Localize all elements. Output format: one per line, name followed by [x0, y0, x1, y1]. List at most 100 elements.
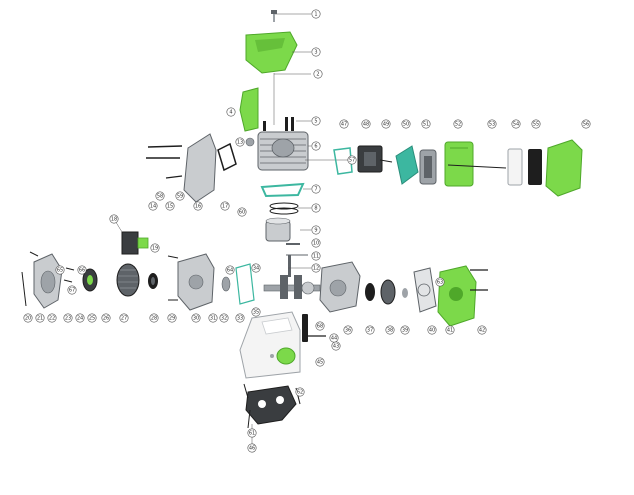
- part-callout-number: 5: [314, 118, 317, 124]
- part-callout: 36: [343, 325, 353, 335]
- part-callout: 35: [251, 307, 261, 317]
- part-callout-number: 1: [314, 11, 317, 17]
- part-callout: 20: [23, 313, 33, 323]
- part-callout: 61: [247, 428, 257, 438]
- part-callout: 11: [311, 251, 321, 261]
- teal-insulator: [395, 145, 419, 185]
- part-callout: 19: [150, 243, 160, 253]
- part-callout: 44: [329, 333, 339, 343]
- part-callout-number: 23: [65, 315, 71, 321]
- part-callout: 23: [63, 313, 73, 323]
- part-callout-number: 44: [331, 335, 337, 341]
- part-callout: 45: [315, 357, 325, 367]
- part-callout-number: 38: [387, 327, 393, 333]
- part-callout: 49: [381, 119, 391, 129]
- part-callout-number: 46: [249, 445, 255, 451]
- part-callout-number: 4: [229, 109, 232, 115]
- intake-gasket: [333, 147, 353, 175]
- part-callout-number: 60: [239, 209, 245, 215]
- part-callout-number: 11: [313, 253, 319, 259]
- part-callout: 28: [149, 313, 159, 323]
- part-callout-number: 15: [167, 203, 173, 209]
- part-callout: 39: [400, 325, 410, 335]
- part-callout: 51: [421, 119, 431, 129]
- clutch-drum: [365, 279, 408, 305]
- part-callout-number: 14: [150, 203, 156, 209]
- carburetor: [357, 145, 393, 173]
- part-callout-number: 52: [455, 121, 461, 127]
- part-callout: 24: [75, 313, 85, 323]
- part-callout: 43: [331, 341, 341, 351]
- part-callout-number: 53: [489, 121, 495, 127]
- part-callout: 15: [165, 201, 175, 211]
- part-callout-number: 36: [345, 327, 351, 333]
- part-callout: 22: [47, 313, 57, 323]
- part-callout: 26: [101, 313, 111, 323]
- cylinder-gasket: [260, 182, 311, 198]
- part-callout: 32: [219, 313, 229, 323]
- part-callout: 40: [427, 325, 437, 335]
- part-callout-number: 56: [583, 121, 589, 127]
- clutch-plate: [413, 267, 437, 313]
- part-callout: 41: [445, 325, 455, 335]
- part-callout-number: 54: [513, 121, 519, 127]
- part-callout: 3: [311, 47, 321, 57]
- part-callout: 25: [87, 313, 97, 323]
- part-callout-number: 67: [69, 287, 75, 293]
- piston-rings: [269, 202, 311, 215]
- part-callout: 17: [220, 201, 230, 211]
- top-shroud-screw: [271, 10, 311, 22]
- part-callout-number: 33: [237, 315, 243, 321]
- part-callout-number: 66: [79, 267, 85, 273]
- starter-cover: [33, 253, 63, 309]
- filter-element-black: [528, 149, 542, 185]
- part-callout: 67: [67, 285, 77, 295]
- part-callout-number: 62: [297, 389, 303, 395]
- part-callout-number: 29: [169, 315, 175, 321]
- part-callout: 46: [247, 443, 257, 453]
- part-callout: 47: [339, 119, 349, 129]
- crankshaft: [263, 255, 321, 299]
- part-callout-number: 2: [316, 71, 319, 77]
- part-callout: 64: [225, 265, 235, 275]
- part-callout: 56: [581, 119, 591, 129]
- part-callout-number: 51: [423, 121, 429, 127]
- part-callout-number: 26: [103, 315, 109, 321]
- part-callout-number: 40: [429, 327, 435, 333]
- crankcase-left: [177, 253, 215, 311]
- part-callout-number: 39: [402, 327, 408, 333]
- part-callout: 21: [35, 313, 45, 323]
- part-callout-number: 61: [249, 430, 255, 436]
- part-callout-number: 24: [77, 315, 83, 321]
- part-callout: 16: [193, 201, 203, 211]
- part-callout: 65: [55, 265, 65, 275]
- part-callout: 55: [531, 119, 541, 129]
- part-callout-number: 65: [57, 267, 63, 273]
- part-callout-number: 22: [49, 315, 55, 321]
- part-callout-number: 9: [314, 227, 317, 233]
- part-callout: 10: [311, 238, 321, 248]
- part-callout-number: 30: [193, 315, 199, 321]
- part-callout: 1: [311, 9, 321, 19]
- part-callout: 63: [435, 277, 445, 287]
- part-callout: 57: [347, 155, 357, 165]
- fan-cover-left: [146, 133, 217, 203]
- part-callout-number: 68: [317, 323, 323, 329]
- crankcase-right: [319, 261, 361, 313]
- filter-element-white: [507, 148, 523, 186]
- part-callout-number: 21: [37, 315, 43, 321]
- part-callout: 12: [311, 263, 321, 273]
- part-callout: 58: [155, 191, 165, 201]
- part-callout: 42: [477, 325, 487, 335]
- part-callout-number: 27: [121, 315, 127, 321]
- part-callout-number: 25: [89, 315, 95, 321]
- part-callout: 5: [311, 116, 321, 126]
- part-callout-number: 10: [313, 240, 319, 246]
- part-callout-number: 18: [111, 216, 117, 222]
- part-callout: 62: [295, 387, 305, 397]
- part-callout: 29: [167, 313, 177, 323]
- part-callout-number: 12: [313, 265, 319, 271]
- part-callout-number: 20: [25, 315, 31, 321]
